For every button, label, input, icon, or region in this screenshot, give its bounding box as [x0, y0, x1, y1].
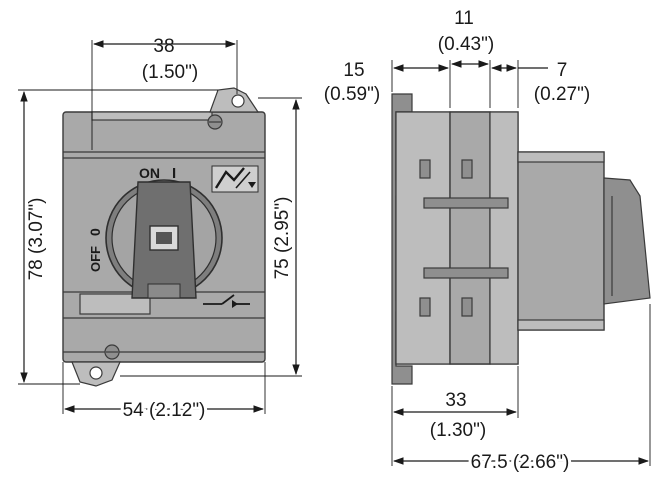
dim-33-value: 33 — [445, 390, 466, 411]
rotary-handle — [105, 179, 223, 299]
front-label-strip — [79, 293, 151, 315]
breaker-symbol-icon — [211, 165, 259, 193]
top-mount-hole — [231, 94, 245, 108]
side-handle-knob — [603, 177, 651, 305]
front-top-ridge — [91, 111, 213, 121]
dim-15-value: 15 — [343, 60, 364, 81]
dim-78-label: 78 (3.07") — [26, 198, 47, 281]
side-view — [391, 93, 651, 385]
front-dimensions: 38 (1.50") 78 (3.07") 75 (2.95") 54 (2.1… — [18, 36, 302, 424]
dim-38-inch: (1.50") — [142, 62, 198, 83]
side-handle-block — [517, 151, 605, 331]
off-label: OFF — [88, 246, 103, 272]
dim-11-value: 11 — [454, 8, 474, 29]
side-dimensions: 11 (0.43") 15 (0.59") 7 (0.27") 33 (1.30… — [324, 8, 651, 476]
handle-lock-window — [149, 225, 179, 251]
dim-54-label: 54 (2.12") — [123, 400, 206, 421]
dim-7-value: 7 — [557, 60, 568, 81]
dim-67-5-label: 67.5 (2.66") — [471, 452, 570, 473]
dim-15-inch: (0.59") — [324, 84, 380, 105]
dim-11-inch: (0.43") — [438, 34, 494, 55]
switch-symbol-icon — [203, 294, 250, 308]
dim-75-label: 75 (2.95") — [272, 197, 293, 280]
on-symbol: I — [172, 165, 176, 182]
dim-33-inch: (1.30") — [430, 420, 486, 441]
dim-38-value: 38 — [153, 36, 174, 57]
front-view: ON I OFF 0 — [62, 87, 266, 387]
dim-7-inch: (0.27") — [534, 84, 590, 105]
off-symbol: 0 — [87, 228, 103, 236]
bottom-mount-hole — [89, 366, 103, 380]
on-label: ON — [139, 165, 160, 181]
